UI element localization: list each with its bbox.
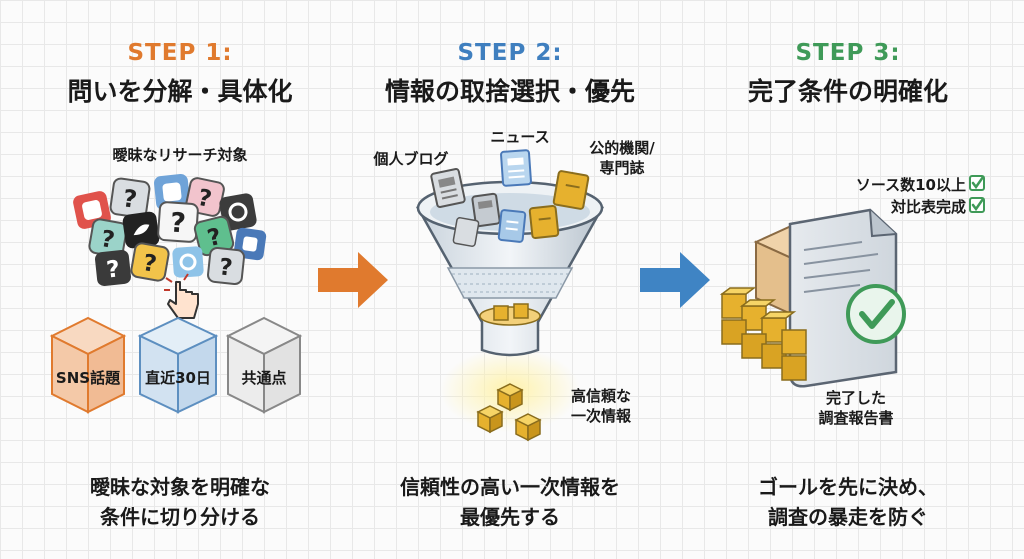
step3-footer-line2: 調査の暴走を防ぐ	[768, 505, 928, 529]
cube-label-30days: 直近30日	[145, 369, 211, 387]
question-tile-icon: ?	[130, 242, 170, 282]
source-news-label: ニュース	[490, 128, 550, 146]
primary-info-label: 高信頼な 一次情報	[556, 386, 646, 426]
step1-footer: 曖昧な対象を明確な 条件に切り分ける	[40, 472, 320, 532]
question-tile-icon	[154, 174, 190, 210]
primary-info-cubes	[476, 383, 542, 442]
condition-cube-30days	[137, 316, 219, 414]
step3-footer: ゴールを先に決め、 調査の暴走を防ぐ	[718, 472, 978, 532]
gold-cube-stack	[719, 287, 807, 381]
step1-title: 問いを分解・具体化	[67, 77, 293, 106]
svg-text:?: ?	[141, 250, 159, 278]
source-official-line1: 公的機関/	[589, 139, 655, 157]
cube-label-common: 共通点	[241, 369, 287, 387]
arrow-right-icon	[318, 252, 388, 308]
report-line1: 完了した	[825, 389, 886, 407]
filtered-cubes	[493, 303, 529, 321]
step3-footer-line1: ゴールを先に決め、	[758, 475, 938, 499]
svg-text:?: ?	[205, 224, 224, 252]
step3-label: STEP 3:	[795, 40, 901, 66]
step2-footer-line2: 最優先する	[460, 505, 560, 529]
step3-title: 完了条件の明確化	[747, 77, 948, 106]
arrow-right-icon	[640, 252, 710, 308]
news-document-icon	[497, 209, 527, 243]
bird-tile-icon	[122, 211, 160, 249]
step2-footer: 信頼性の高い一次情報を 最優先する	[370, 472, 650, 532]
step1-caption: 曖昧なリサーチ対象	[112, 146, 248, 164]
ambiguous-topics-cluster: ? ? ? ? ?	[73, 174, 267, 286]
condition-cube-sns	[49, 316, 127, 414]
report-label: 完了した 調査報告書	[796, 388, 916, 428]
svg-text:?: ?	[105, 256, 121, 283]
blog-document-icon	[430, 168, 466, 208]
journal-book-icon	[552, 170, 590, 210]
news-document-icon	[500, 149, 532, 187]
blog-document-icon	[471, 192, 501, 228]
question-tile-icon: ?	[207, 247, 245, 285]
step1-footer-line2: 条件に切り分ける	[100, 505, 260, 529]
step1-label: STEP 1:	[127, 40, 233, 66]
question-tile-icon: ?	[95, 250, 131, 286]
svg-text:?: ?	[169, 207, 187, 239]
source-blog-label: 個人ブログ	[373, 150, 449, 168]
step2-footer-line1: 信頼性の高い一次情報を	[400, 475, 620, 499]
question-tile-icon: ?	[193, 215, 235, 257]
primary-info-line1: 高信頼な	[570, 387, 631, 405]
checkbox-checked-icon	[969, 197, 985, 213]
question-tile-icon: ?	[157, 201, 199, 243]
source-official-label: 公的機関/ 専門誌	[572, 138, 672, 178]
hand-pointer-icon	[164, 273, 199, 319]
journal-book-icon	[528, 205, 560, 239]
question-tile-icon	[172, 246, 204, 278]
check-item-table: 対比表完成	[890, 198, 966, 216]
checkbox-checked-icon	[969, 175, 985, 191]
check-item-sources: ソース数10以上	[855, 176, 966, 194]
svg-text:?: ?	[99, 226, 117, 254]
step1-footer-line1: 曖昧な対象を明確な	[90, 475, 270, 499]
question-tile-icon: ?	[109, 177, 151, 219]
step2-label: STEP 2:	[457, 40, 563, 66]
step2-title: 情報の取捨選択・優先	[384, 77, 635, 106]
completed-check-icon	[846, 284, 906, 344]
svg-text:?: ?	[121, 184, 139, 214]
primary-info-line2: 一次情報	[570, 407, 631, 425]
report-line2: 調査報告書	[818, 409, 894, 427]
svg-text:?: ?	[195, 185, 213, 213]
cube-label-sns: SNS話題	[55, 369, 121, 387]
svg-text:?: ?	[218, 254, 234, 281]
source-official-line2: 専門誌	[599, 159, 645, 177]
blog-document-icon	[452, 217, 480, 247]
condition-cube-common	[225, 316, 303, 414]
